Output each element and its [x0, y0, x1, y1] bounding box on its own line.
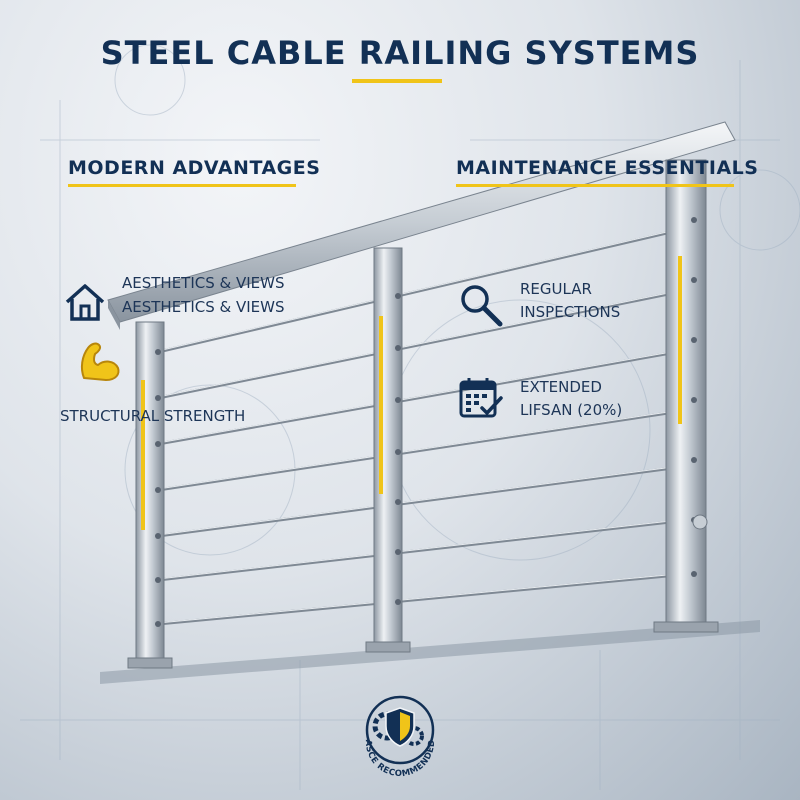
- inspections-label: INSPECTIONS: [520, 303, 621, 321]
- flexed-arm-icon: [80, 342, 120, 381]
- aesthetics-label-1: AESTHETICS & VIEWS: [122, 274, 285, 292]
- page-title: STEEL CABLE RAILING SYSTEMS: [100, 34, 700, 72]
- turnbuckle: [692, 514, 708, 530]
- house-icon: [65, 284, 105, 321]
- calendar-check-icon: [459, 378, 503, 418]
- maintenance-essentials-underline: [456, 184, 734, 187]
- post-accents: [141, 256, 682, 530]
- shield-gear-icon: [372, 707, 424, 747]
- cables: [157, 226, 689, 626]
- maintenance-essentials-heading: MAINTENANCE ESSENTIALS: [456, 157, 759, 179]
- magnifier-icon: [461, 285, 503, 327]
- aesthetics-label-2: AESTHETICS & VIEWS: [122, 298, 285, 316]
- title-underline: [352, 79, 442, 83]
- structural-strength-label: STRUCTURAL STRENGTH: [60, 407, 246, 425]
- floor: [100, 620, 760, 684]
- regular-label: REGULAR: [520, 280, 592, 298]
- top-rail: [107, 121, 736, 323]
- cable-fittings: [155, 217, 697, 627]
- lifespan-label: LIFSAN (20%): [520, 401, 623, 419]
- modern-advantages-underline: [68, 184, 296, 187]
- asce-badge: ASCE RECOMMENDED: [363, 695, 437, 779]
- top-rail-end: [108, 300, 120, 330]
- extended-label: EXTENDED: [520, 378, 602, 396]
- cable-highlights: [157, 226, 689, 624]
- blueprint-lines: [20, 44, 800, 790]
- modern-advantages-heading: MODERN ADVANTAGES: [68, 157, 321, 179]
